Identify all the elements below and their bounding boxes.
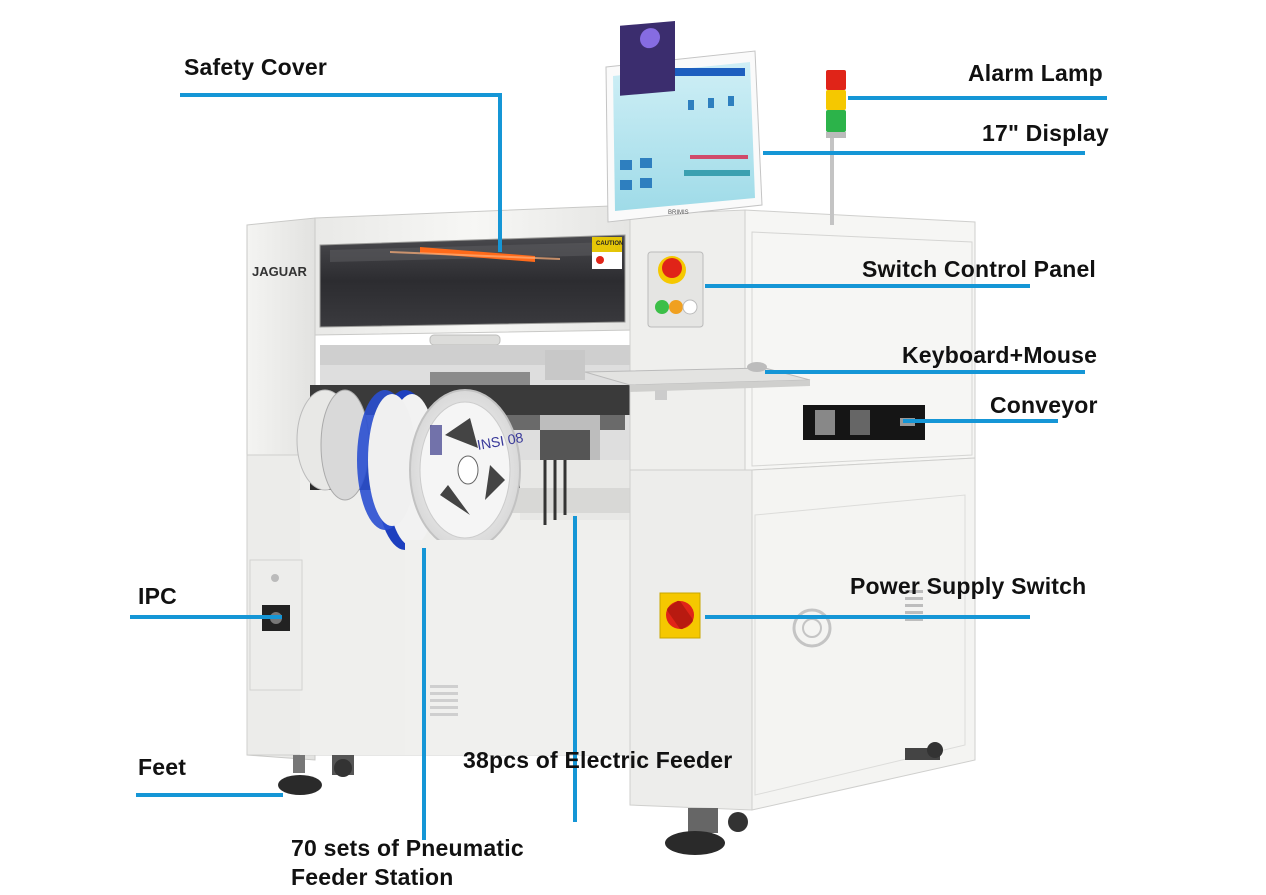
label-keyboard-mouse: Keyboard+Mouse (902, 342, 1098, 368)
switch-control-panel (647, 251, 704, 328)
keyboard-tray (584, 362, 811, 400)
right-cabinet (629, 209, 976, 855)
label-power-supply-switch: Power Supply Switch (850, 573, 1087, 599)
alarm-lamp (826, 70, 846, 225)
label-pneumatic-feeder: 70 sets of Pneumatic Feeder Station (291, 834, 524, 892)
component-reels: INSI 08 (296, 389, 525, 586)
left-base (249, 540, 630, 795)
callout-safety-cover (180, 93, 502, 252)
label-ipc: IPC (138, 583, 177, 609)
label-feet: Feet (138, 754, 187, 780)
label-pneumatic-line1: 70 sets of Pneumatic (291, 835, 524, 861)
power-supply-switch (659, 592, 701, 639)
label-display: 17" Display (982, 120, 1109, 146)
monitor: BRIMIS (605, 20, 763, 223)
caution-sticker: CAUTION (596, 241, 623, 247)
label-electric-feeder: 38pcs of Electric Feeder (463, 747, 733, 773)
safety-cover-glass (319, 234, 626, 346)
label-safety-cover: Safety Cover (184, 54, 328, 80)
brand-logo: JAGUAR (252, 264, 308, 279)
callout-lines (130, 93, 1107, 840)
label-switch-control-panel: Switch Control Panel (862, 256, 1097, 282)
monitor-brand: BRIMIS (668, 210, 689, 216)
label-conveyor: Conveyor (990, 392, 1098, 418)
feeder-cables (543, 460, 567, 525)
label-alarm-lamp: Alarm Lamp (968, 60, 1103, 86)
label-pneumatic-line2: Feeder Station (291, 864, 454, 890)
